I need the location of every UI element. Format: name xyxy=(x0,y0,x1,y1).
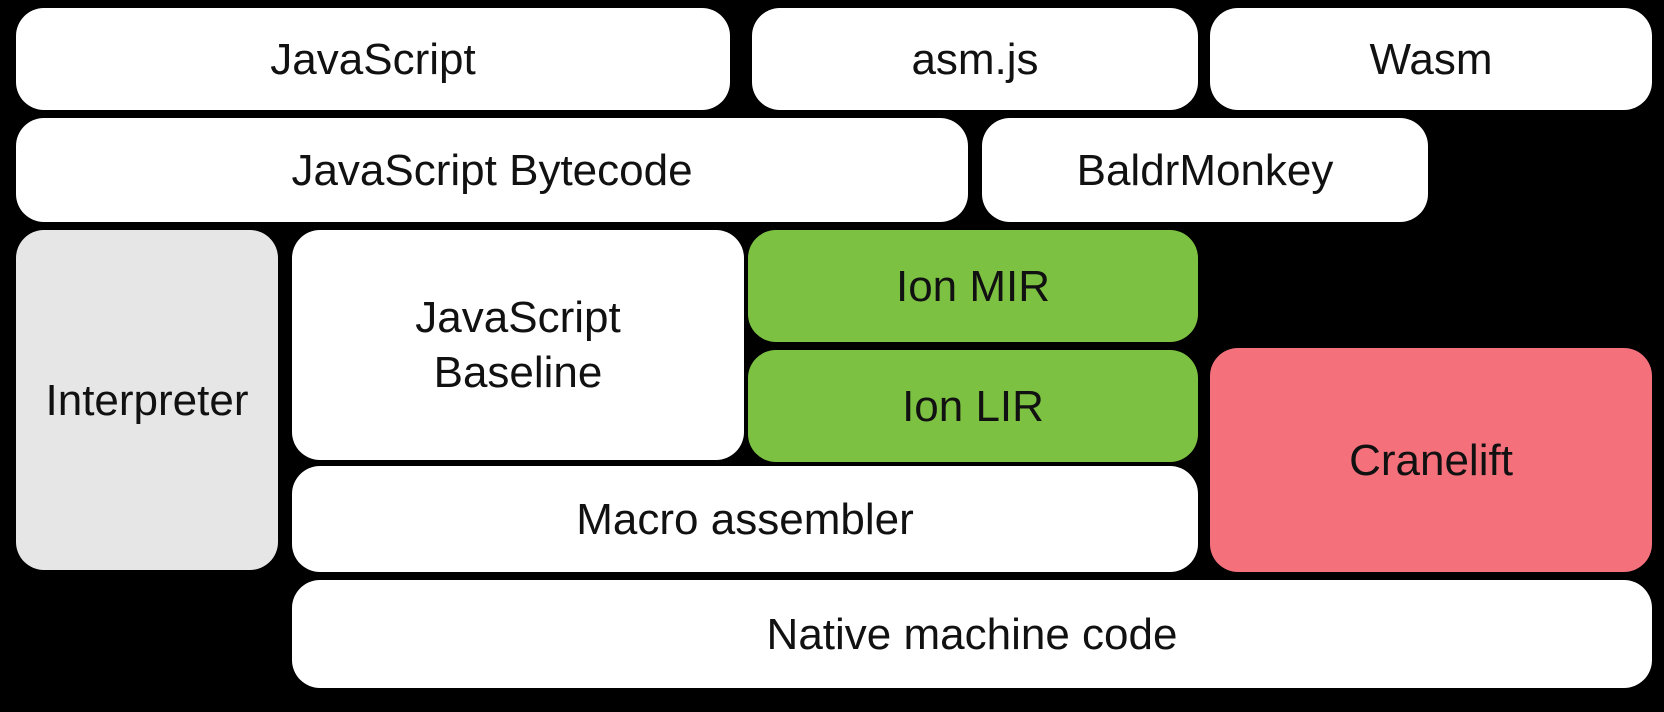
node-baldrmonkey: BaldrMonkey xyxy=(982,118,1428,222)
node-native-machine-code: Native machine code xyxy=(292,580,1652,688)
node-javascript: JavaScript xyxy=(16,8,730,110)
node-ion-mir: Ion MIR xyxy=(748,230,1198,342)
node-macro-assembler: Macro assembler xyxy=(292,466,1198,572)
node-javascript-baseline: JavaScript Baseline xyxy=(292,230,744,460)
node-ion-lir: Ion LIR xyxy=(748,350,1198,462)
node-javascript-bytecode: JavaScript Bytecode xyxy=(16,118,968,222)
node-cranelift: Cranelift xyxy=(1210,348,1652,572)
node-asmjs: asm.js xyxy=(752,8,1198,110)
node-interpreter: Interpreter xyxy=(16,230,278,570)
node-wasm: Wasm xyxy=(1210,8,1652,110)
